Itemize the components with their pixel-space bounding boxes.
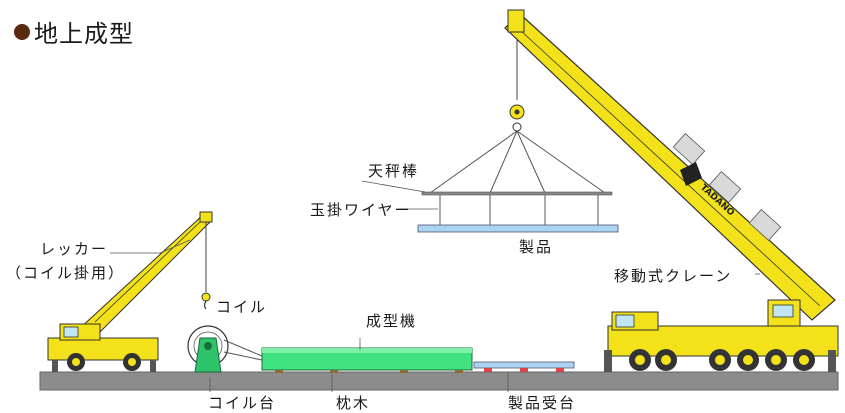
wrecker-crane (47, 211, 213, 372)
label-tamakake-wire: 玉掛ワイヤー (310, 201, 412, 219)
label-makuragi: 枕木 (336, 394, 371, 412)
ground (39, 371, 839, 391)
label-seikeiki: 成型機 (366, 312, 418, 330)
page-title: 地上成型 (14, 14, 134, 49)
label-tenbinbou: 天秤棒 (368, 162, 420, 180)
page-title-text: 地上成型 (34, 20, 134, 48)
coil-stand (187, 325, 263, 373)
label-seihin-ukedai: 製品受台 (508, 394, 577, 412)
label-mobile-crane: 移動式クレーン (614, 267, 733, 285)
label-wrecker: レッカー (40, 240, 109, 258)
bullet-icon (14, 23, 30, 40)
label-coil-dai: コイル台 (208, 394, 277, 412)
mobile-crane (504, 9, 839, 372)
leader-lines (110, 239, 760, 392)
label-seihin: 製品 (519, 238, 554, 256)
label-wrecker-sub: （コイル掛用） (6, 264, 126, 282)
product-rest (473, 361, 575, 372)
forming-machine (261, 347, 473, 373)
label-coil: コイル (216, 298, 268, 316)
